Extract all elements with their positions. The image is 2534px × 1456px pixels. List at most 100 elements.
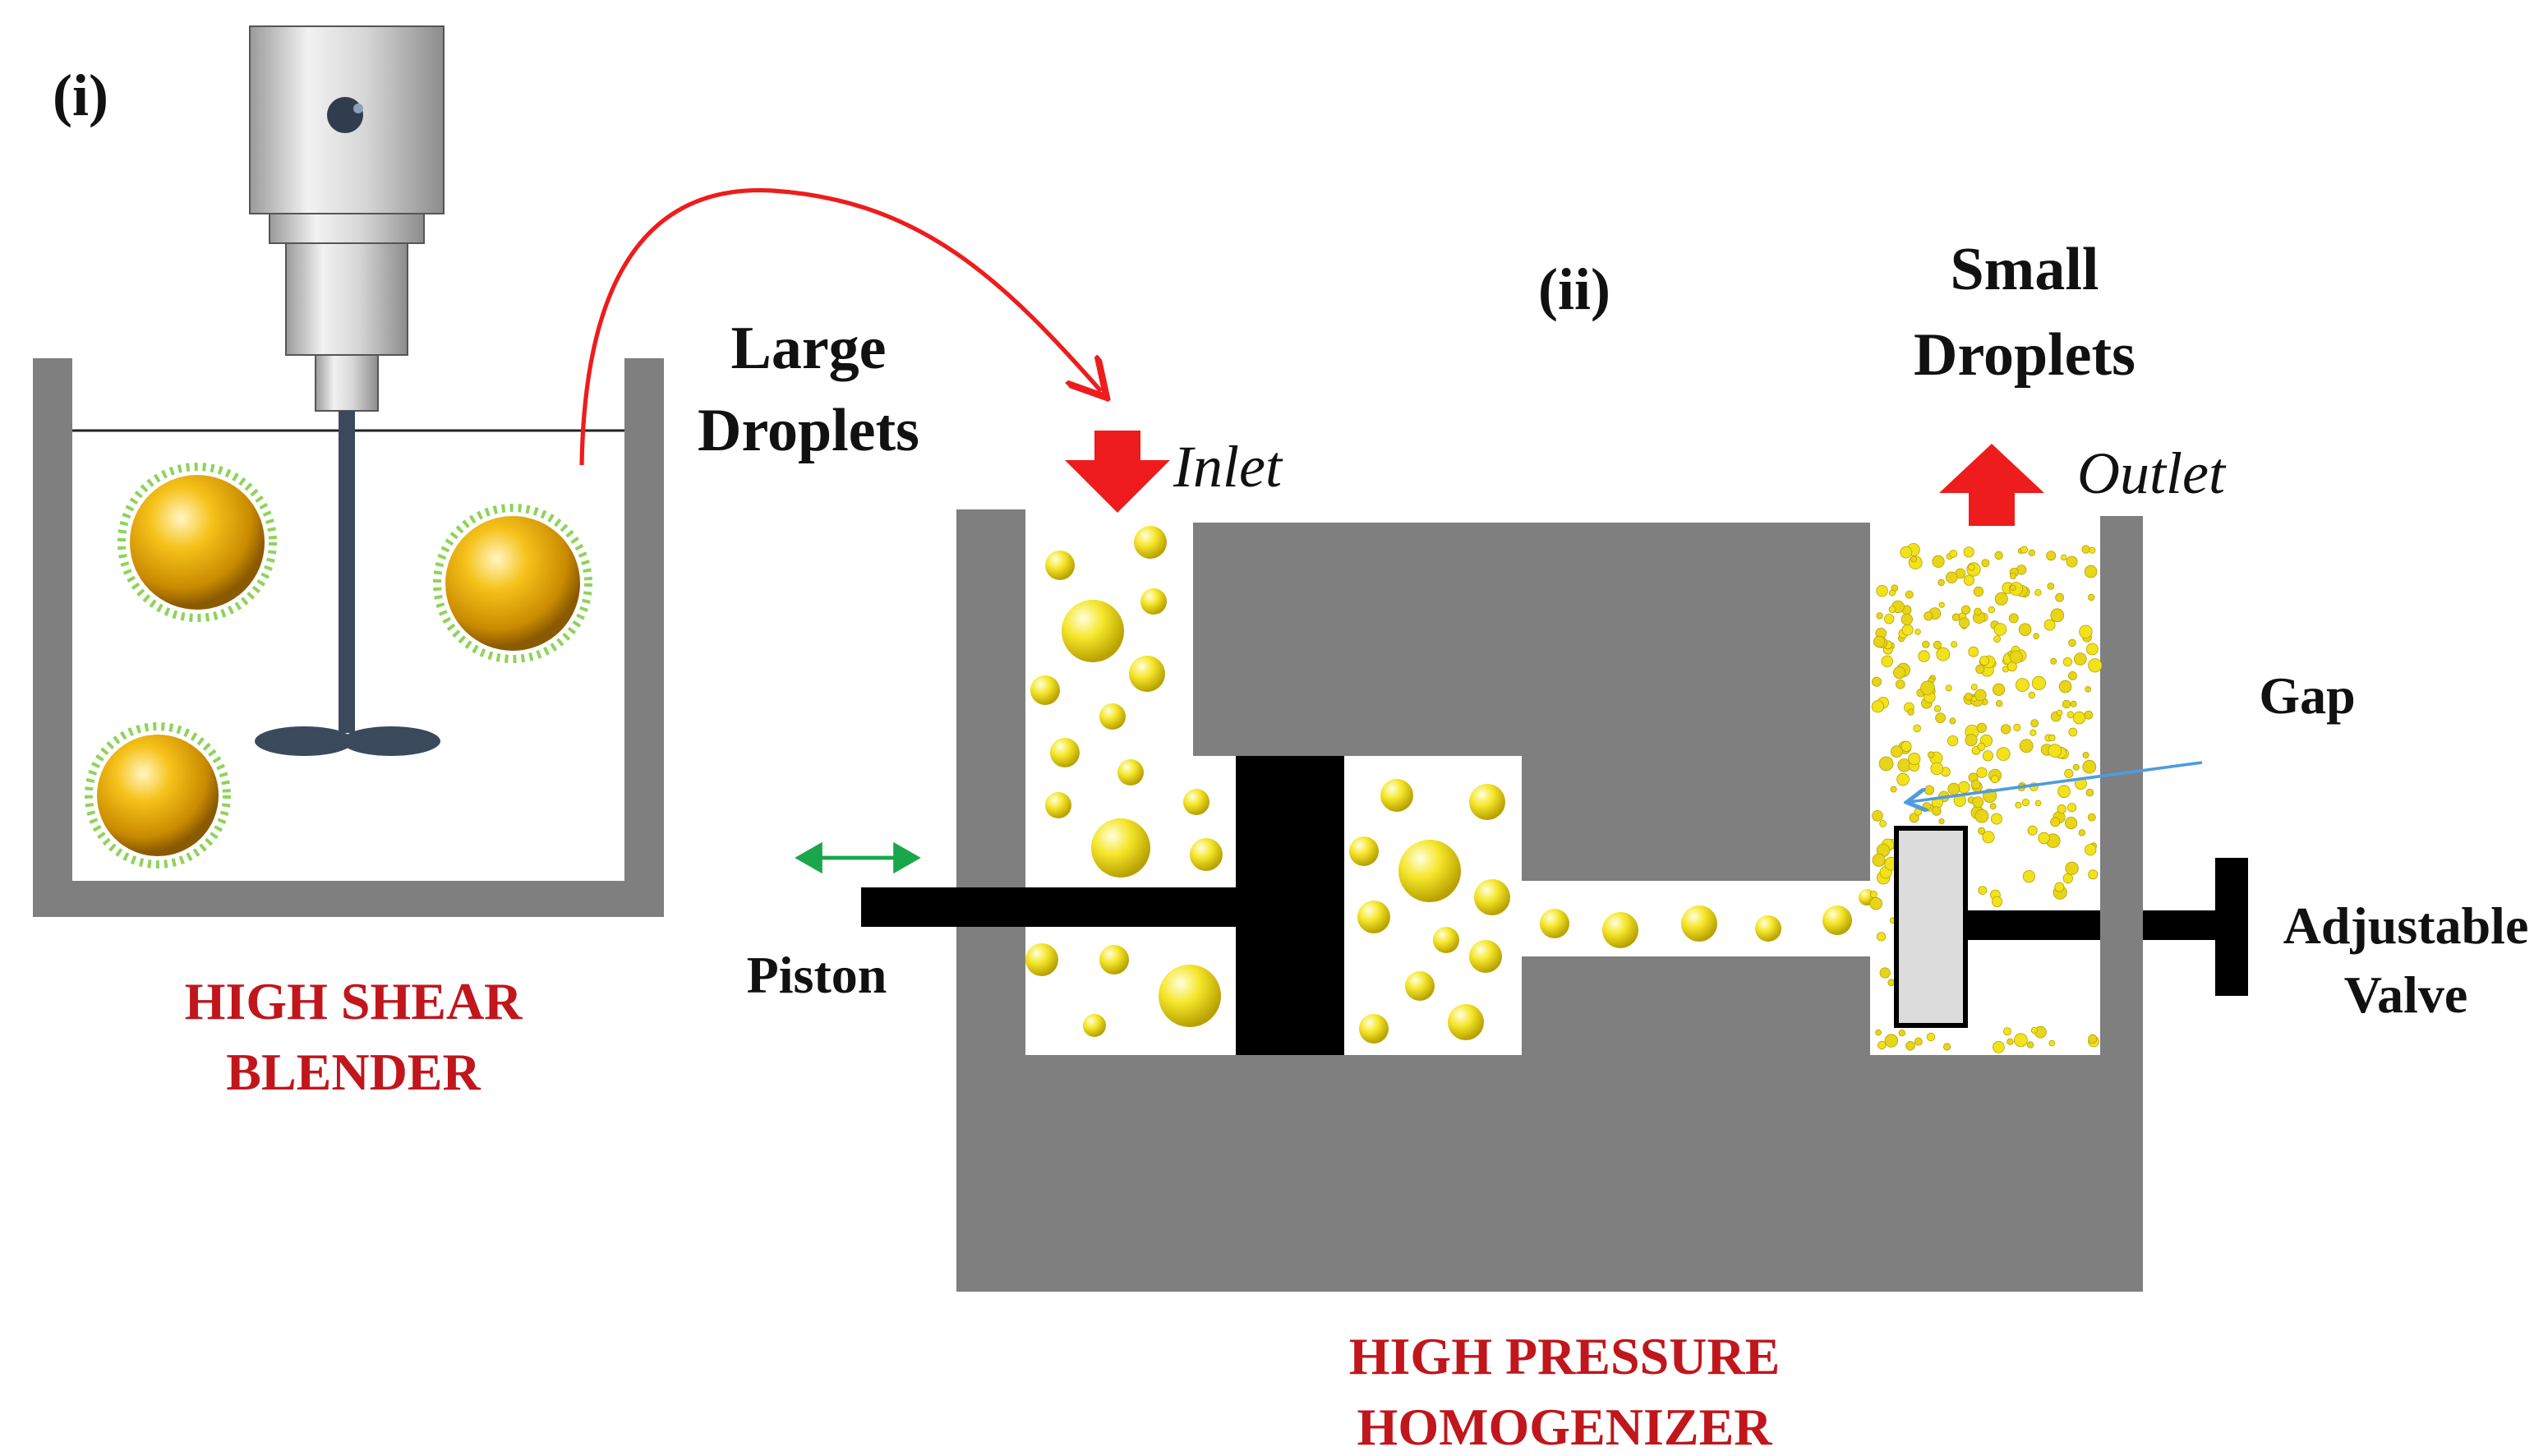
small-droplet bbox=[2048, 744, 2062, 758]
small-droplet bbox=[2065, 816, 2078, 830]
small-droplet bbox=[1945, 571, 1958, 584]
small-droplet bbox=[2030, 719, 2039, 728]
small-droplet bbox=[1968, 646, 1979, 657]
small-droplet bbox=[2062, 657, 2072, 667]
small-droplet bbox=[1989, 803, 1997, 810]
small-droplet bbox=[1888, 589, 1896, 597]
small-droplet bbox=[2064, 768, 2074, 779]
small-droplet bbox=[1979, 656, 1989, 666]
small-droplet bbox=[1908, 752, 1921, 766]
small-droplet bbox=[1926, 1032, 1936, 1042]
small-droplet bbox=[1905, 590, 1914, 599]
small-droplet bbox=[1914, 807, 1923, 816]
small-droplet bbox=[2081, 545, 2090, 554]
small-droplet bbox=[1877, 1040, 1887, 1050]
small-droplet bbox=[1970, 684, 1978, 691]
small-droplet bbox=[1957, 781, 1970, 794]
piston bbox=[861, 756, 1344, 1055]
small-droplet bbox=[1976, 722, 1988, 734]
small-droplet bbox=[2062, 699, 2071, 709]
small-droplet bbox=[1947, 782, 1960, 795]
small-droplet bbox=[1871, 676, 1882, 687]
droplets-channel bbox=[1540, 889, 1875, 948]
small-droplet bbox=[2048, 1039, 2056, 1047]
small-droplet bbox=[2013, 1033, 2028, 1048]
small-droplet bbox=[1977, 742, 1986, 751]
small-droplet bbox=[1947, 735, 1959, 747]
small-droplet bbox=[1959, 617, 1970, 629]
large-droplet bbox=[433, 504, 592, 663]
small-droplet bbox=[2087, 813, 2096, 822]
small-droplet bbox=[1993, 683, 2006, 696]
small-droplet bbox=[1878, 756, 1894, 772]
small-droplet bbox=[1879, 820, 1887, 827]
small-droplet bbox=[1965, 733, 1978, 747]
small-droplet bbox=[2084, 843, 2097, 856]
small-droplet bbox=[2055, 592, 2065, 602]
small-droplet bbox=[1930, 762, 1944, 776]
small-droplet bbox=[2068, 727, 2078, 737]
small-droplet bbox=[1951, 613, 1960, 621]
small-droplet bbox=[1871, 700, 1884, 713]
small-droplet bbox=[1943, 1043, 1951, 1051]
panel-tag-i: (i) bbox=[53, 62, 108, 128]
small-droplet bbox=[1937, 578, 1945, 587]
small-droplet bbox=[1938, 601, 1945, 608]
small-droplet bbox=[1884, 1034, 1899, 1048]
homogenizer-title-line2: HOMOGENIZER bbox=[1357, 1398, 1773, 1456]
small-droplet bbox=[1869, 891, 1877, 898]
small-droplet bbox=[2054, 882, 2065, 892]
small-droplet bbox=[2047, 583, 2055, 590]
small-droplet bbox=[2026, 1041, 2034, 1048]
small-droplet bbox=[1872, 809, 1883, 822]
small-droplet bbox=[1896, 772, 1910, 786]
small-droplet bbox=[2048, 734, 2056, 742]
small-droplet bbox=[2061, 554, 2067, 561]
small-droplet bbox=[1900, 613, 1914, 626]
small-droplet bbox=[1978, 886, 1988, 895]
small-droplet bbox=[1996, 747, 2011, 761]
small-droplet bbox=[1992, 896, 2003, 908]
small-droplet bbox=[2066, 555, 2078, 568]
small-droplet bbox=[1982, 831, 1995, 844]
small-droplet bbox=[1933, 640, 1942, 650]
small-droplet bbox=[2087, 593, 2095, 601]
small-droplet bbox=[1873, 635, 1886, 648]
droplets-outlet-chamber bbox=[1869, 543, 2103, 1053]
small-droplet bbox=[1896, 679, 1905, 689]
small-droplet bbox=[2050, 817, 2061, 827]
small-droplet bbox=[1976, 767, 1988, 778]
small-droplet bbox=[1875, 1029, 1882, 1036]
small-droplet bbox=[2015, 801, 2022, 809]
small-droplet bbox=[1922, 802, 1932, 811]
small-droplet bbox=[2088, 869, 2099, 880]
small-droplet bbox=[2019, 739, 2034, 753]
small-droplet bbox=[2010, 584, 2016, 592]
small-droplet bbox=[1932, 806, 1942, 816]
small-droplet bbox=[1932, 555, 1945, 569]
small-droplet bbox=[1907, 708, 1914, 716]
small-droplet bbox=[1981, 559, 1990, 568]
small-droplet bbox=[1967, 564, 1975, 571]
small-droplet bbox=[1990, 775, 1999, 784]
small-droplet bbox=[1924, 611, 1933, 621]
small-droplet bbox=[1869, 896, 1883, 910]
small-droplets-label-line2: Droplets bbox=[1914, 321, 2135, 389]
small-droplet bbox=[1877, 932, 1887, 942]
small-droplet bbox=[1963, 574, 1974, 586]
small-droplet bbox=[1970, 779, 1981, 790]
small-droplet bbox=[2079, 624, 2093, 639]
outlet-label: Outlet bbox=[2077, 440, 2227, 506]
small-droplet bbox=[1973, 586, 1984, 597]
valve-label-line2: Valve bbox=[2344, 965, 2468, 1024]
valve-label-line1: Adjustable bbox=[2283, 896, 2529, 955]
small-droplet bbox=[1936, 647, 1951, 661]
small-droplet bbox=[1890, 786, 1897, 793]
small-droplet bbox=[1901, 624, 1914, 636]
small-droplet bbox=[1992, 1041, 2005, 1053]
small-droplet bbox=[2034, 799, 2042, 807]
small-droplet bbox=[1898, 1029, 1905, 1037]
small-droplet bbox=[2028, 549, 2035, 556]
small-droplet bbox=[2082, 759, 2097, 774]
